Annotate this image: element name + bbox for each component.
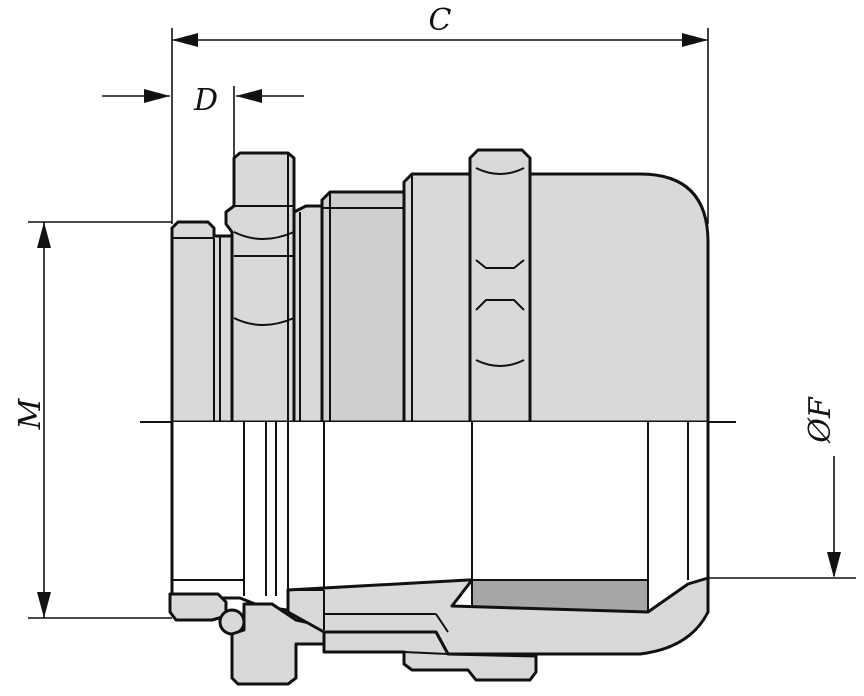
- gland-neck: [292, 204, 324, 424]
- cap-nut-hex: [468, 148, 532, 424]
- entry-thread: [170, 220, 234, 424]
- dimension-f-label: ØF: [803, 396, 838, 444]
- lock-nut: [224, 151, 296, 424]
- dimension-m-label: M: [13, 397, 48, 430]
- dimension-m: M: [13, 221, 172, 619]
- dimension-d-label: D: [193, 83, 218, 118]
- dimension-c-label: C: [429, 3, 452, 38]
- dome-cap: [528, 172, 710, 424]
- dimension-d: D: [102, 83, 304, 158]
- thread-tip: [168, 592, 228, 622]
- body-main: [402, 172, 472, 424]
- dimension-c: C: [171, 3, 709, 224]
- section-view: [168, 420, 710, 686]
- body-collar: [320, 190, 406, 424]
- dimension-f: ØF: [708, 396, 856, 579]
- exterior-view: [170, 148, 710, 424]
